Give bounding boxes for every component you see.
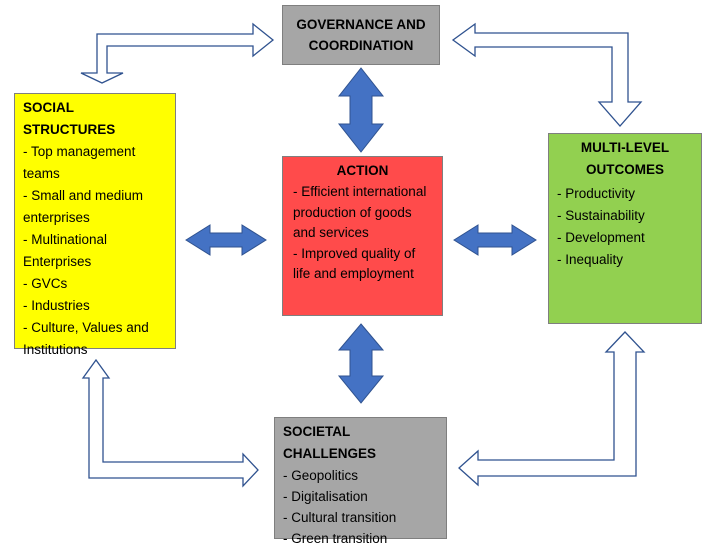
list-item: - Productivity	[557, 186, 636, 201]
list-item: - Culture, Values and Institutions	[23, 320, 149, 357]
multi-level-outcomes-box: MULTI-LEVEL OUTCOMES - Productivity - Su…	[548, 133, 702, 324]
list-item: - Top management teams	[23, 144, 136, 181]
list-item: - Improved quality of life and employmen…	[293, 245, 416, 282]
list-item: - Small and medium enterprises	[23, 188, 144, 225]
double-arrow-action-outcomes	[453, 224, 537, 256]
governance-title: GOVERNANCE AND COORDINATION	[296, 17, 426, 53]
elbow-arrow-from-challenges	[458, 331, 646, 487]
challenges-title: SOCIETAL CHALLENGES	[283, 424, 377, 461]
challenges-list: - Geopolitics - Digitalisation - Cultura…	[283, 465, 438, 549]
outcomes-title: MULTI-LEVEL OUTCOMES	[580, 140, 670, 177]
list-item: - Industries	[23, 298, 90, 313]
societal-challenges-box: SOCIETAL CHALLENGES - Geopolitics - Digi…	[274, 417, 447, 546]
list-item: - Multinational Enterprises	[23, 232, 108, 269]
governance-box: GOVERNANCE AND COORDINATION	[282, 5, 440, 65]
elbow-arrow-to-governance	[80, 22, 275, 84]
double-arrow-social-action	[185, 224, 267, 256]
list-item: - Digitalisation	[283, 489, 368, 504]
social-structures-box: SOCIAL STRUCTURES - Top management teams…	[14, 93, 176, 357]
elbow-arrow-to-outcomes	[451, 22, 643, 127]
elbow-arrow-to-challenges	[81, 358, 259, 488]
list-item: - GVCs	[23, 276, 68, 291]
double-arrow-governance-action	[337, 67, 385, 153]
social-structures-title: SOCIAL STRUCTURES	[23, 100, 116, 137]
list-item: - Efficient international production of …	[293, 184, 427, 240]
social-structures-list: - Top management teams - Small and mediu…	[23, 141, 167, 361]
action-list: - Efficient international production of …	[293, 182, 432, 285]
list-item: - Cultural transition	[283, 510, 397, 525]
list-item: - Sustainability	[557, 208, 645, 223]
list-item: - Development	[557, 230, 645, 245]
action-box: ACTION - Efficient international product…	[282, 156, 443, 316]
double-arrow-action-challenges	[337, 323, 385, 404]
list-item: - Geopolitics	[283, 468, 359, 483]
list-item: - Green transition	[283, 531, 388, 546]
action-title: ACTION	[336, 163, 389, 178]
list-item: - Inequality	[557, 252, 624, 267]
outcomes-list: - Productivity - Sustainability - Develo…	[557, 183, 693, 271]
